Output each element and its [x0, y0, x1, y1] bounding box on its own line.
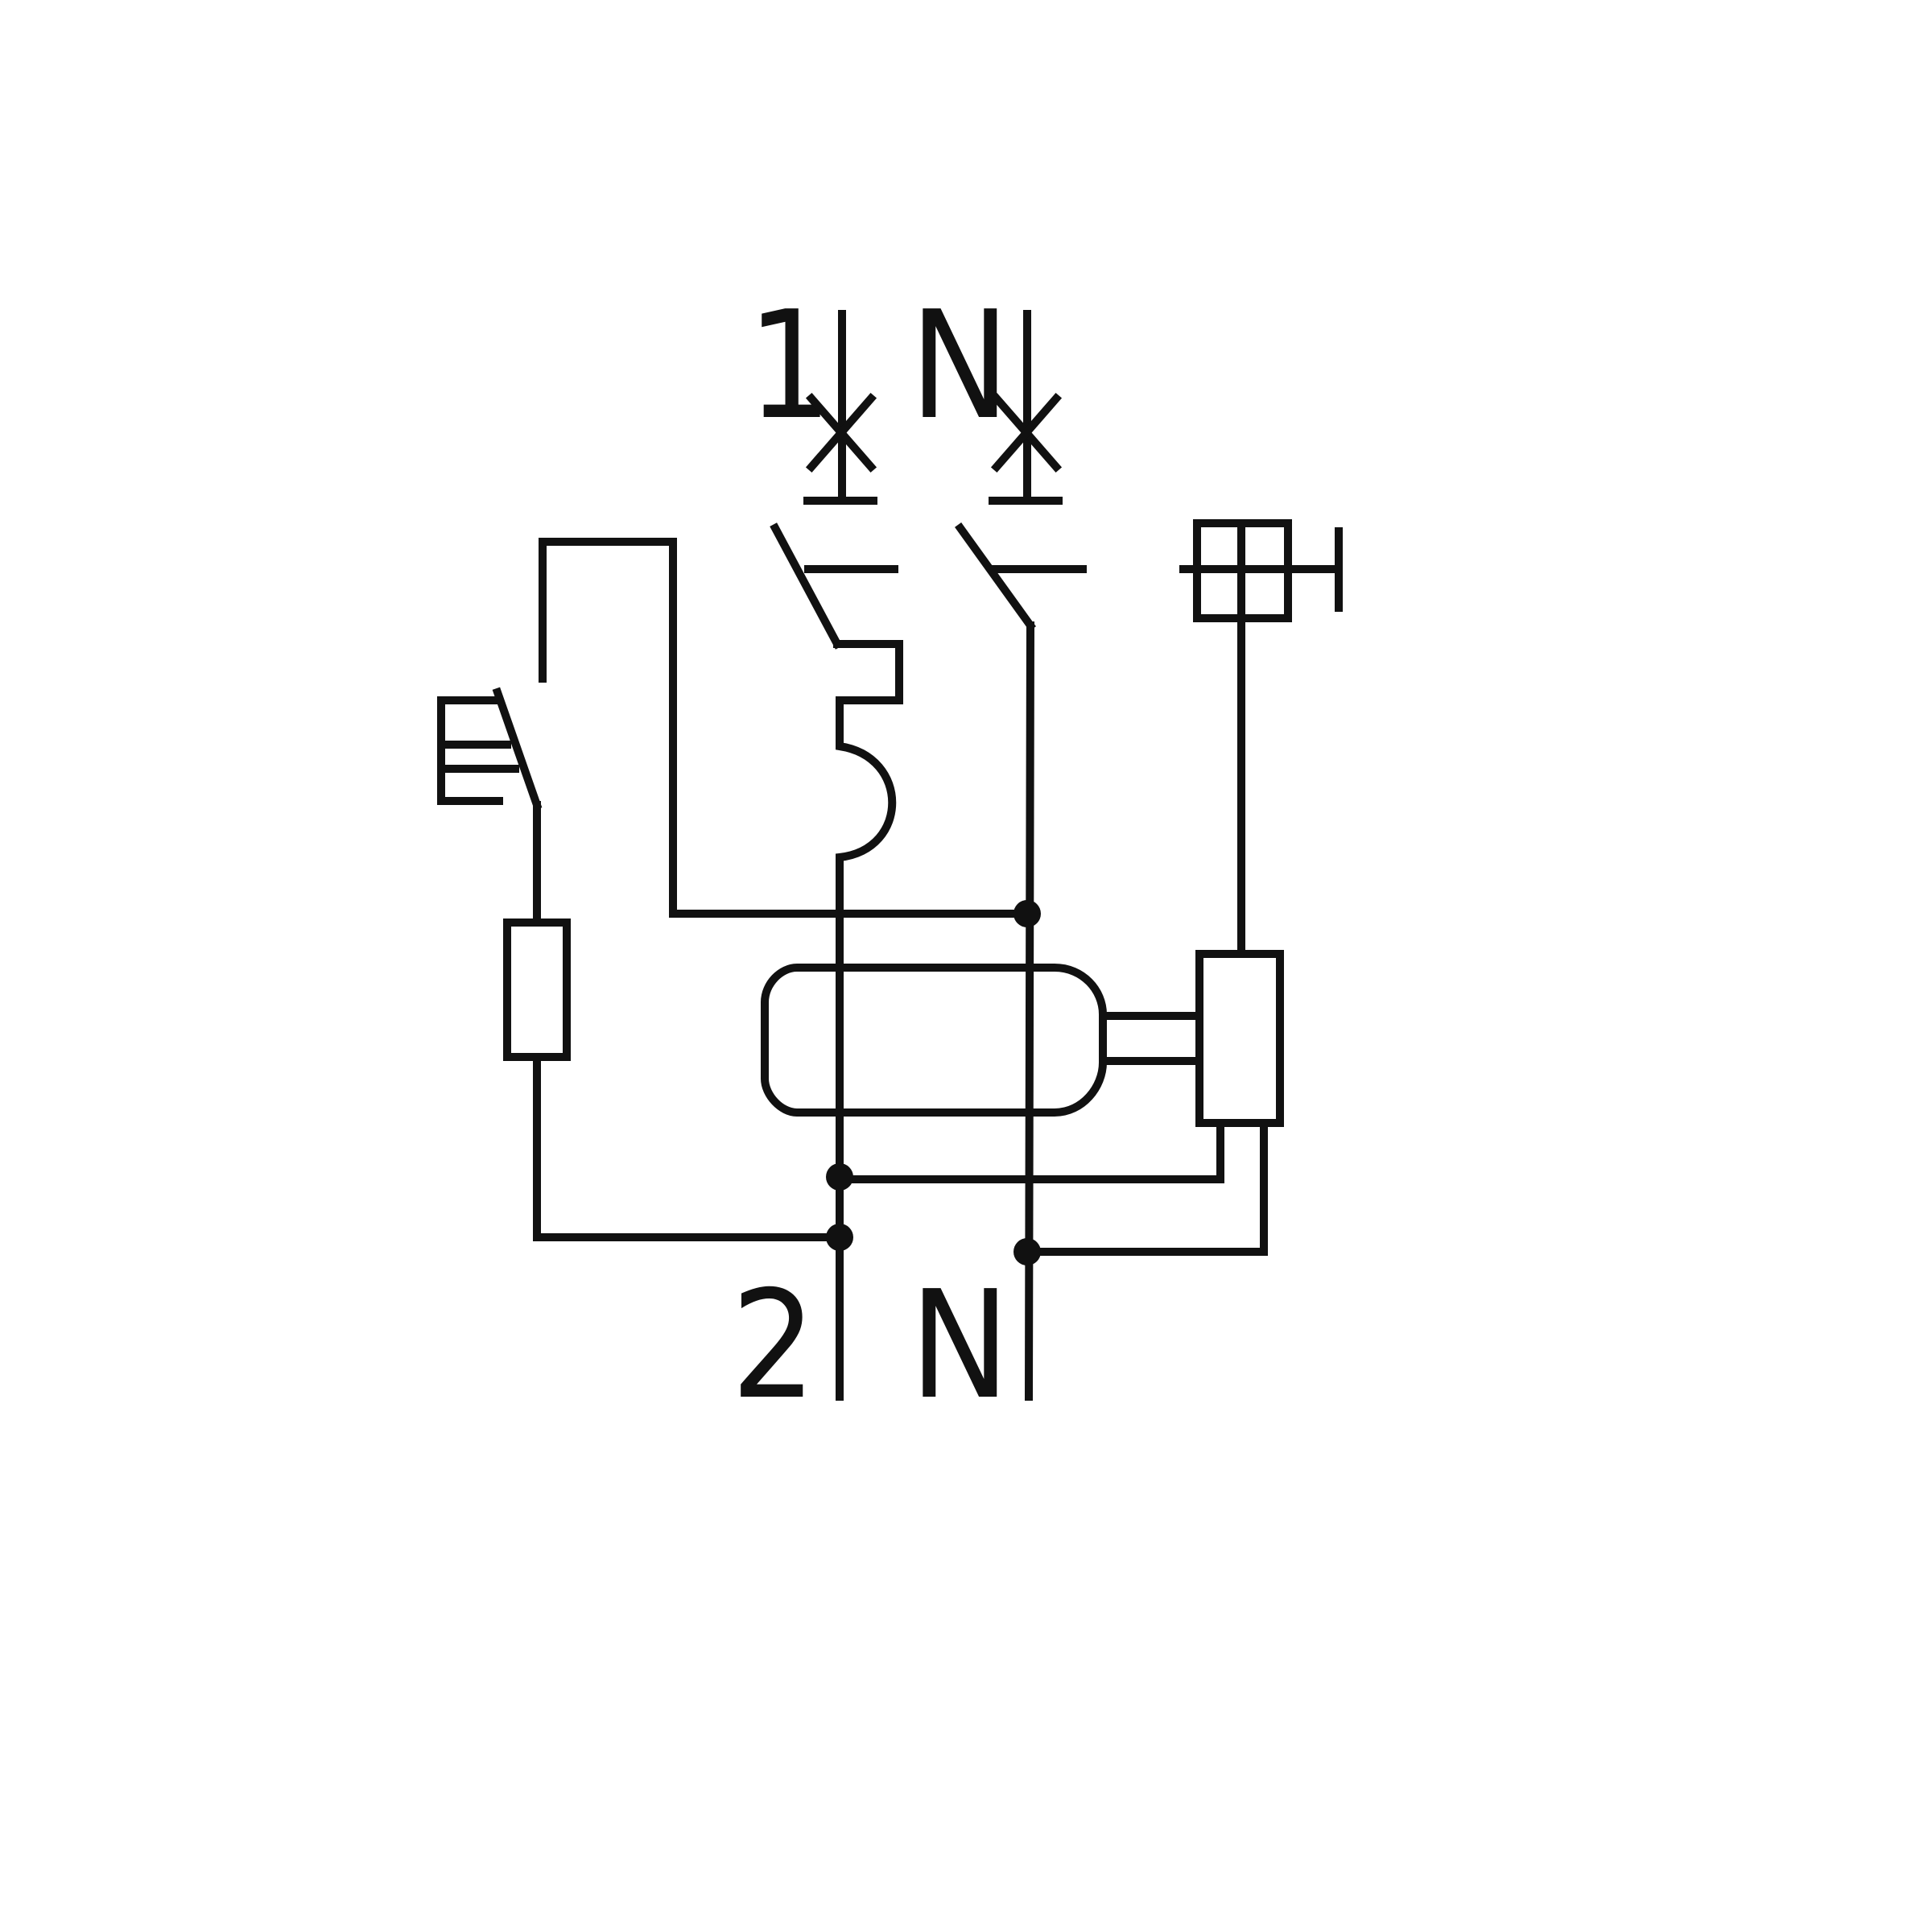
- neutral-conductor: [1024, 621, 1035, 1402]
- neutral-moving-contact: [955, 522, 1036, 631]
- relay-line-connection: [838, 1119, 1224, 1183]
- neutral-pole: [955, 310, 1087, 1402]
- line-moving-contact: [770, 522, 843, 650]
- junction-neutral-relay: [1013, 1238, 1041, 1265]
- line-arc-cross-b: [805, 392, 877, 473]
- junction-line-test: [826, 1224, 853, 1251]
- test-resistor: [503, 919, 571, 1061]
- trip-relay: [1195, 950, 1284, 1127]
- neutral-arc-cross-b: [990, 392, 1063, 473]
- junction-line-relay: [826, 1163, 853, 1191]
- junction-neutral-test: [1013, 900, 1041, 927]
- thermal-trip-element: [833, 640, 903, 1401]
- terminal-label-n-top: N: [910, 279, 1009, 452]
- manual-operating-mechanism: [1179, 519, 1343, 622]
- rcd-section: [761, 614, 1284, 1256]
- test-button: [437, 696, 519, 805]
- test-switch-blade: [492, 687, 543, 811]
- residual-current-transformer: [761, 964, 1107, 1117]
- test-circuit: [437, 538, 1028, 1241]
- relay-neutral-connection: [1025, 1119, 1268, 1256]
- terminal-label-2: 2: [731, 1258, 816, 1432]
- line-pole: [770, 310, 903, 1401]
- terminal-label-1: 1: [747, 279, 832, 452]
- test-wire-top: [539, 538, 1028, 918]
- test-return-wire: [533, 1053, 842, 1241]
- terminal-label-n-bottom: N: [910, 1258, 1009, 1432]
